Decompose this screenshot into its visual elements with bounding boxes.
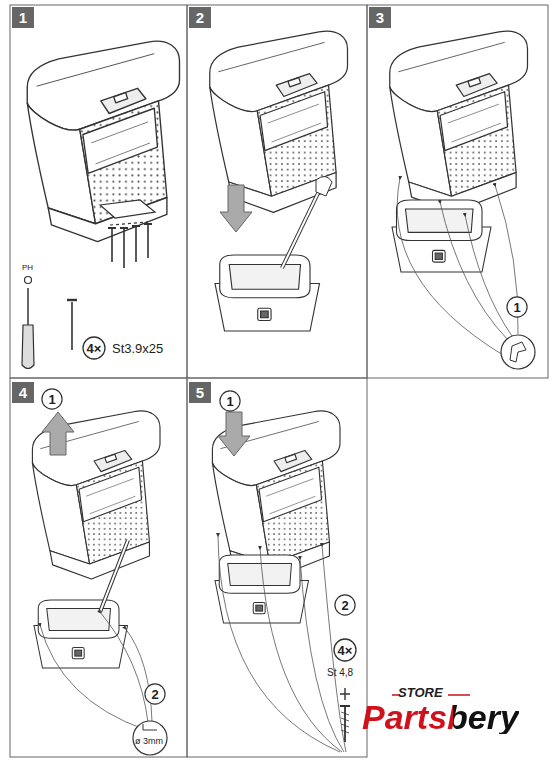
node-text: 2 <box>341 599 348 612</box>
callout-number: 2 <box>334 594 356 616</box>
node-text: 4× <box>338 644 353 657</box>
node-text: 1 <box>226 395 233 408</box>
node-text: 1 <box>19 10 27 25</box>
logo-text: STORE <box>398 686 443 699</box>
screw-size: St3.9x25 <box>112 342 163 355</box>
bit-type: PH <box>22 264 33 272</box>
logo-text: Partsbery <box>362 700 519 734</box>
callout-number: 2 <box>144 683 166 705</box>
node-text: 4 <box>19 385 27 400</box>
callout-number: 1 <box>506 296 528 318</box>
step-number: 3 <box>369 7 391 28</box>
step-number: 2 <box>189 7 211 28</box>
node-text: 1 <box>48 393 55 406</box>
node-text: 2 <box>151 688 158 701</box>
step-number: 4 <box>12 382 34 403</box>
step-number: 1 <box>12 7 34 28</box>
node-text: 1 <box>513 301 520 314</box>
node-text: 5 <box>196 385 204 400</box>
quantity-callout: 4× <box>82 336 106 360</box>
callout-number: 1 <box>219 390 241 412</box>
node-text: 3 <box>376 10 384 25</box>
node-text: 4× <box>87 342 102 355</box>
callout-number: 1 <box>41 388 63 410</box>
dimension: ø 3mm <box>135 737 163 746</box>
quantity-callout: 4× <box>333 638 357 662</box>
node-text: 2 <box>196 10 204 25</box>
step-number: 5 <box>189 382 211 403</box>
screw-size: St 4,8 <box>327 668 353 678</box>
